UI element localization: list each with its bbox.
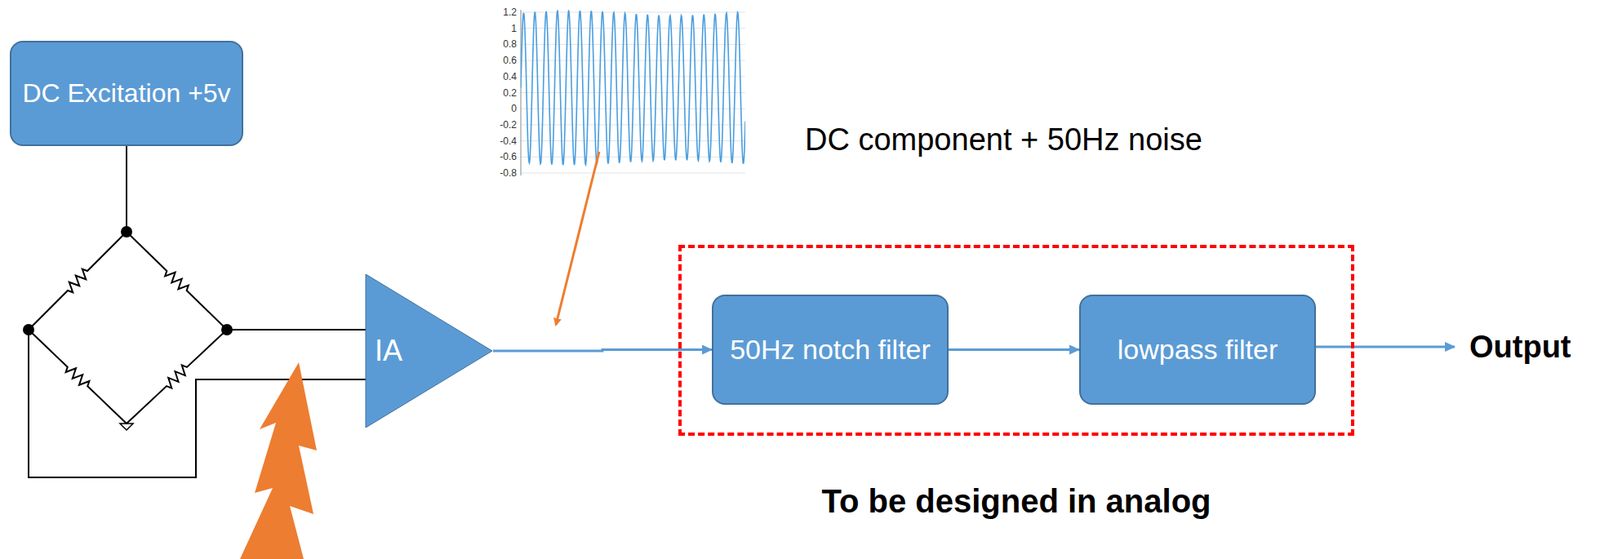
grid-line <box>520 140 746 142</box>
axis-tick: -0.6 <box>499 151 517 163</box>
chart-axis <box>520 9 522 176</box>
leader-arrow <box>555 151 600 325</box>
wire <box>28 329 366 478</box>
output-label: Output <box>1469 329 1572 365</box>
axis-tick: -0.4 <box>499 135 517 147</box>
grid-line <box>520 156 746 158</box>
interference-bolt <box>240 362 317 559</box>
resistor-symbol <box>126 231 227 330</box>
axis-tick: 0 <box>511 102 517 115</box>
axis-tick: -0.2 <box>499 119 517 131</box>
axis-tick: 1 <box>511 22 517 35</box>
box-label: 50Hz notch filter <box>721 333 939 367</box>
grid-line <box>520 173 746 174</box>
output-arrow <box>1314 346 1455 349</box>
axis-tick: 0.2 <box>502 87 517 99</box>
junction-dot <box>120 226 133 238</box>
grid-line <box>520 60 746 62</box>
design-region: To be designed in analog50Hz notch filte… <box>678 244 1355 436</box>
resistor-symbol <box>28 231 127 330</box>
wheatstone-bridge <box>28 231 227 424</box>
box-label: lowpass filter <box>1109 333 1287 367</box>
process-box: 50Hz notch filter <box>711 294 949 405</box>
grid-line <box>520 27 746 29</box>
grid-line <box>520 44 746 45</box>
axis-tick: 0.8 <box>502 38 517 50</box>
ground-symbol <box>120 423 134 431</box>
resistor-symbol <box>28 329 127 424</box>
process-box: DC Excitation +5v <box>9 40 244 147</box>
axis-tick: 0.6 <box>502 54 517 67</box>
amplifier-label: IA <box>374 333 403 369</box>
wire <box>125 146 128 232</box>
process-box: lowpass filter <box>1079 294 1316 405</box>
resistor-symbol <box>126 329 227 424</box>
grid-line <box>520 12 746 14</box>
signal-note: DC component + 50Hz noise <box>804 122 1203 158</box>
signal-arrow <box>948 348 1080 352</box>
amplifier-shape <box>365 274 493 428</box>
axis-tick: -0.8 <box>499 167 517 179</box>
axis-tick: 0.4 <box>502 71 517 83</box>
region-caption: To be designed in analog <box>681 483 1352 520</box>
wire <box>226 328 366 331</box>
amplifier-triangle: IA <box>364 273 494 429</box>
noise-waveform <box>520 10 746 165</box>
axis-tick: 1.2 <box>502 6 517 18</box>
box-label: DC Excitation +5v <box>13 77 239 109</box>
